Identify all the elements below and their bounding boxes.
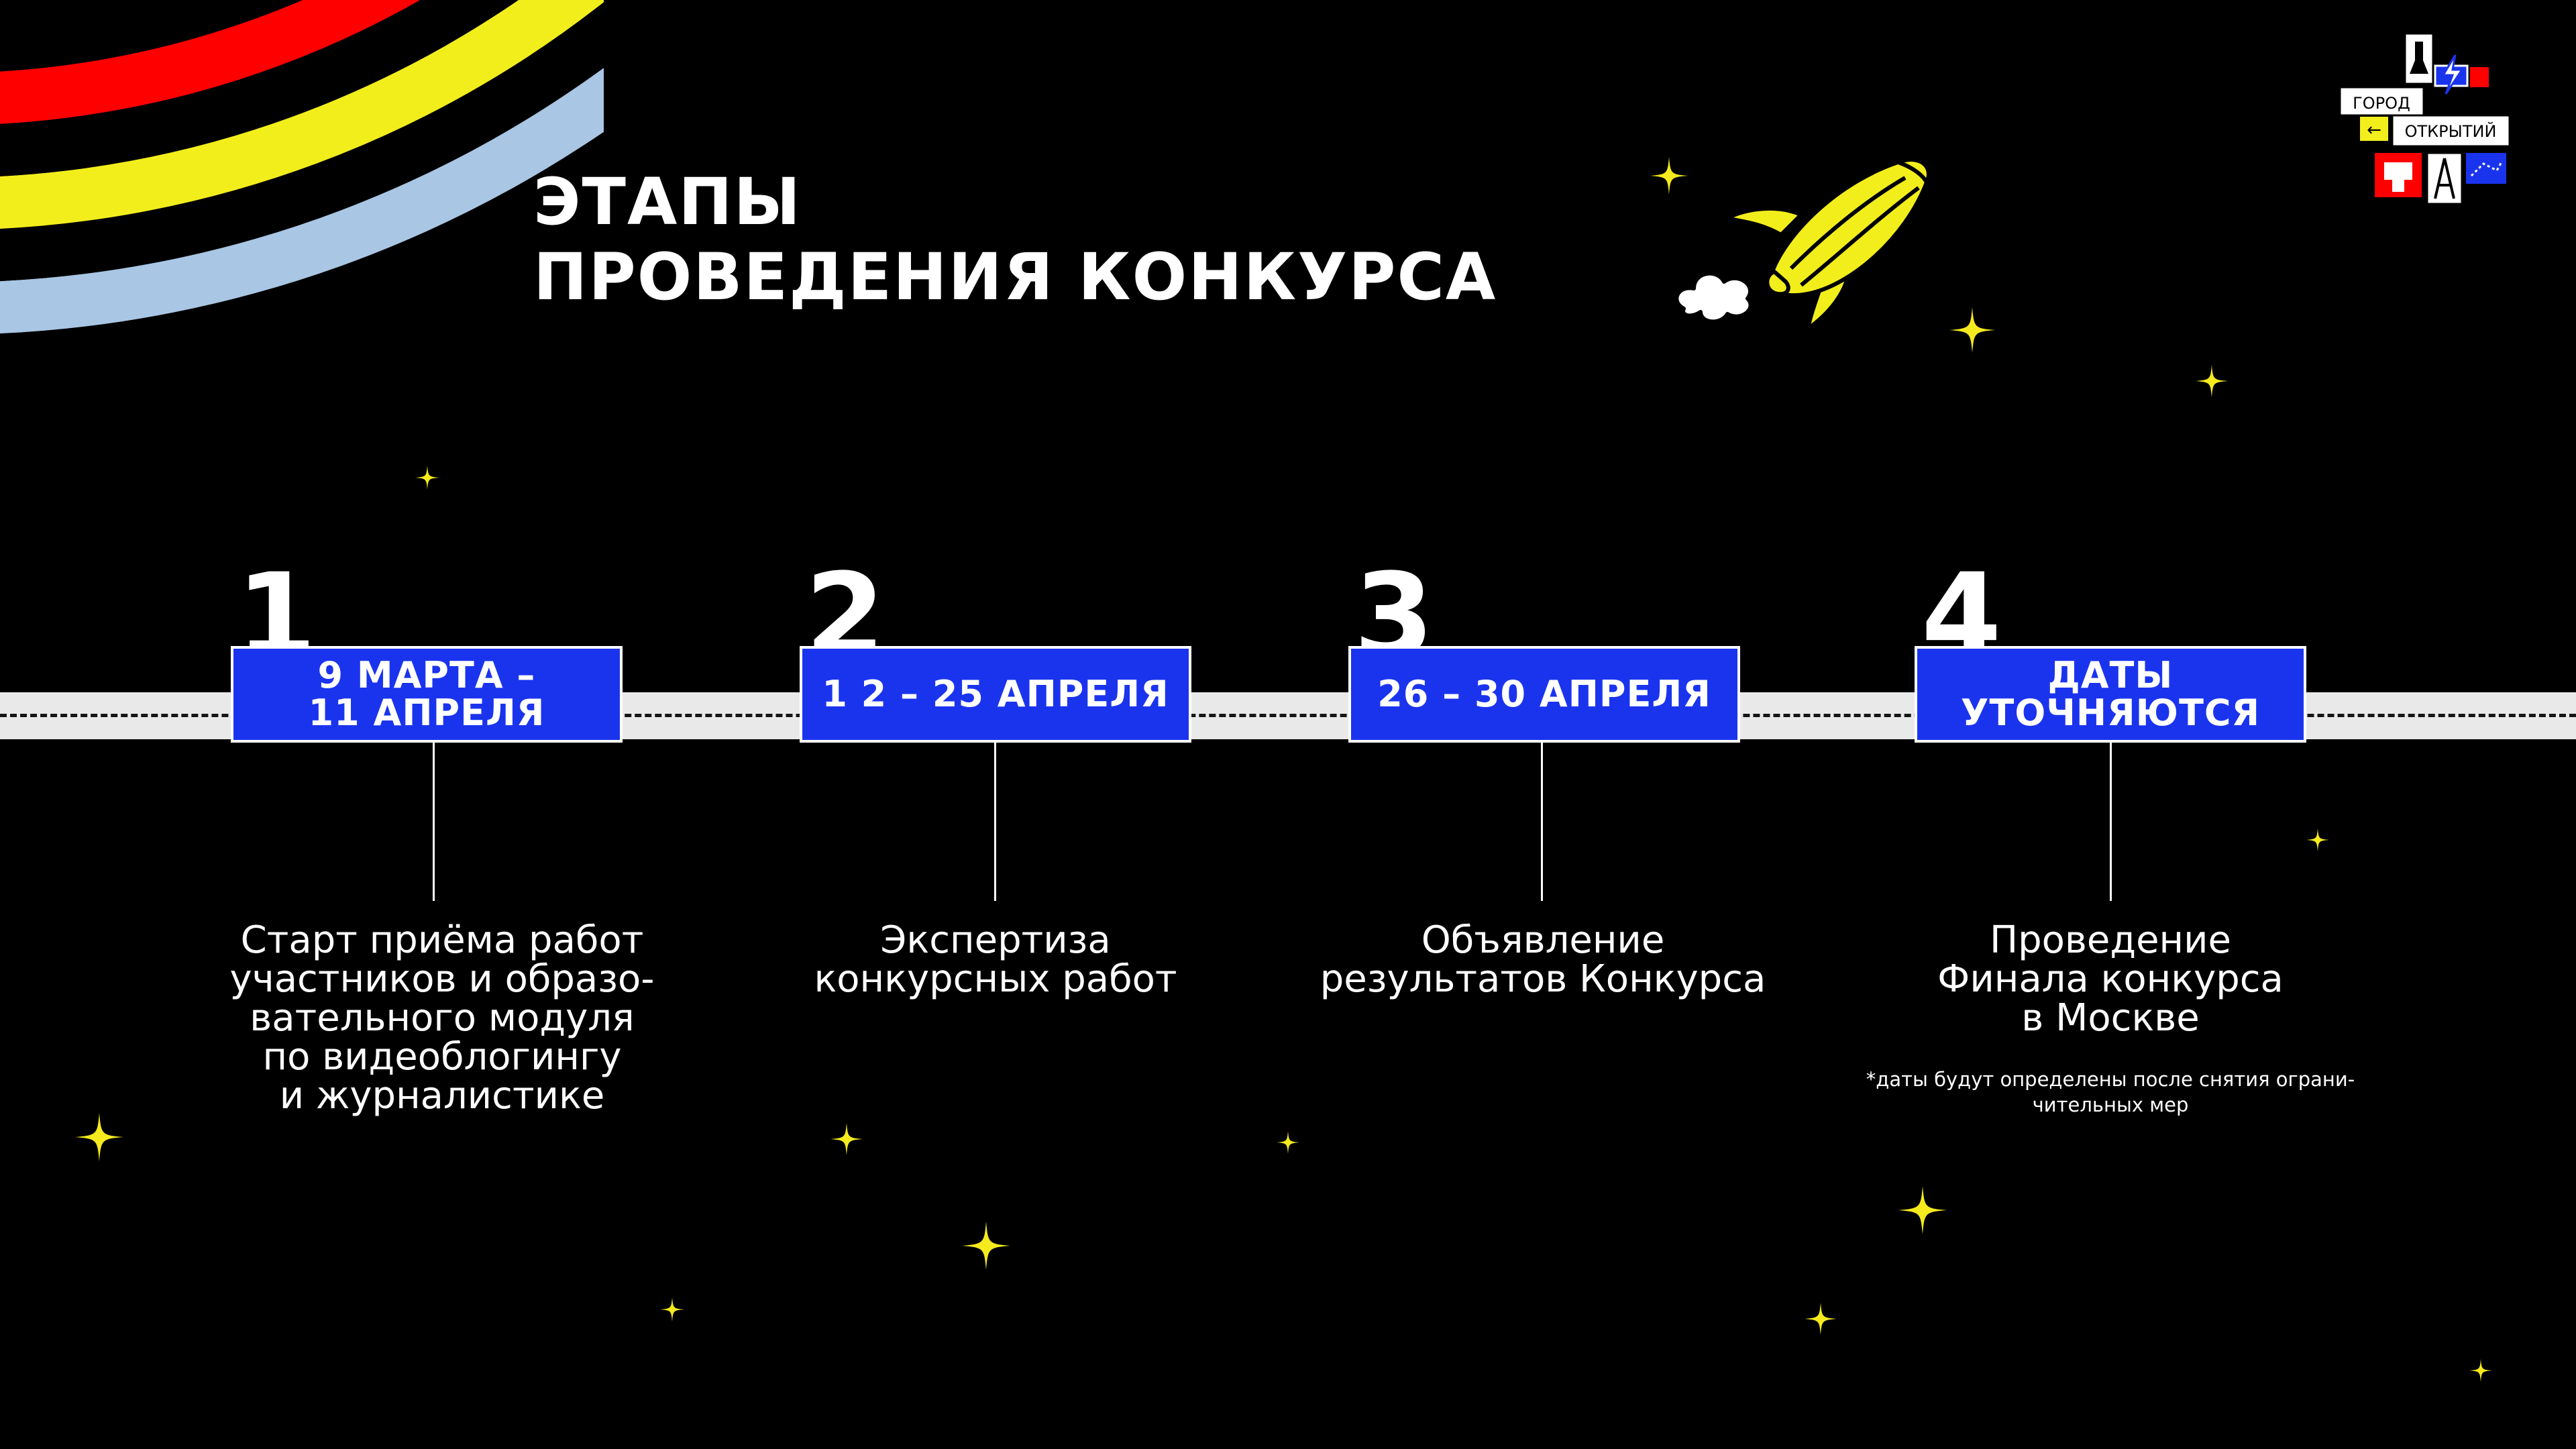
star-icon (660, 1297, 684, 1322)
stage-1-connector (433, 743, 435, 901)
title-line-2: ПРОВЕДЕНИЯ КОНКУРСА (533, 239, 1497, 315)
svg-text:←: ← (2367, 120, 2381, 140)
stage-4-connector (2110, 743, 2112, 901)
stage-3-dates: 26 – 30 АПРЕЛЯ (1348, 646, 1740, 743)
stage-1-description: Старт приёма работ участников и образо- … (229, 918, 655, 1118)
svg-text:ГОРОД: ГОРОД (2353, 94, 2410, 113)
stage-1-dates: 9 МАРТА – 11 АПРЕЛЯ (231, 646, 623, 743)
stage-4-description: Проведение Финала конкурса в Москве (1937, 918, 2284, 1040)
svg-text:ОТКРЫТИЙ: ОТКРЫТИЙ (2405, 121, 2497, 141)
page-title: ЭТАПЫ ПРОВЕДЕНИЯ КОНКУРСА (533, 164, 1497, 315)
star-icon (75, 1113, 123, 1161)
star-icon (2196, 365, 2228, 397)
stage-2-connector (994, 743, 996, 901)
star-icon (962, 1222, 1010, 1270)
star-icon (1650, 157, 1688, 195)
timeline-road-dashes (0, 714, 2576, 717)
stage-2-dates: 1 2 – 25 АПРЕЛЯ (800, 646, 1191, 743)
star-icon (2306, 828, 2329, 851)
star-icon (2469, 1359, 2492, 1382)
stage-4-note: *даты будут определены после снятия огра… (1866, 1068, 2355, 1116)
gorod-otkrytiy-logo: ГОРОД ← ОТКРЫТИЙ (2339, 32, 2511, 205)
stage-4-dates: ДАТЫ УТОЧНЯЮТСЯ (1915, 646, 2306, 743)
star-icon (1898, 1186, 1947, 1234)
title-line-1: ЭТАПЫ (533, 164, 802, 239)
stage-2-description: Экспертиза конкурсных работ (814, 918, 1177, 1001)
rocket-icon (1674, 158, 1931, 331)
star-icon (1277, 1131, 1299, 1154)
star-icon (830, 1123, 863, 1155)
stage-3-connector (1541, 743, 1543, 901)
star-icon (1805, 1303, 1837, 1335)
star-icon (415, 466, 439, 490)
star-icon (1949, 307, 1995, 353)
stage-3-description: Объявление результатов Конкурса (1320, 918, 1766, 1001)
